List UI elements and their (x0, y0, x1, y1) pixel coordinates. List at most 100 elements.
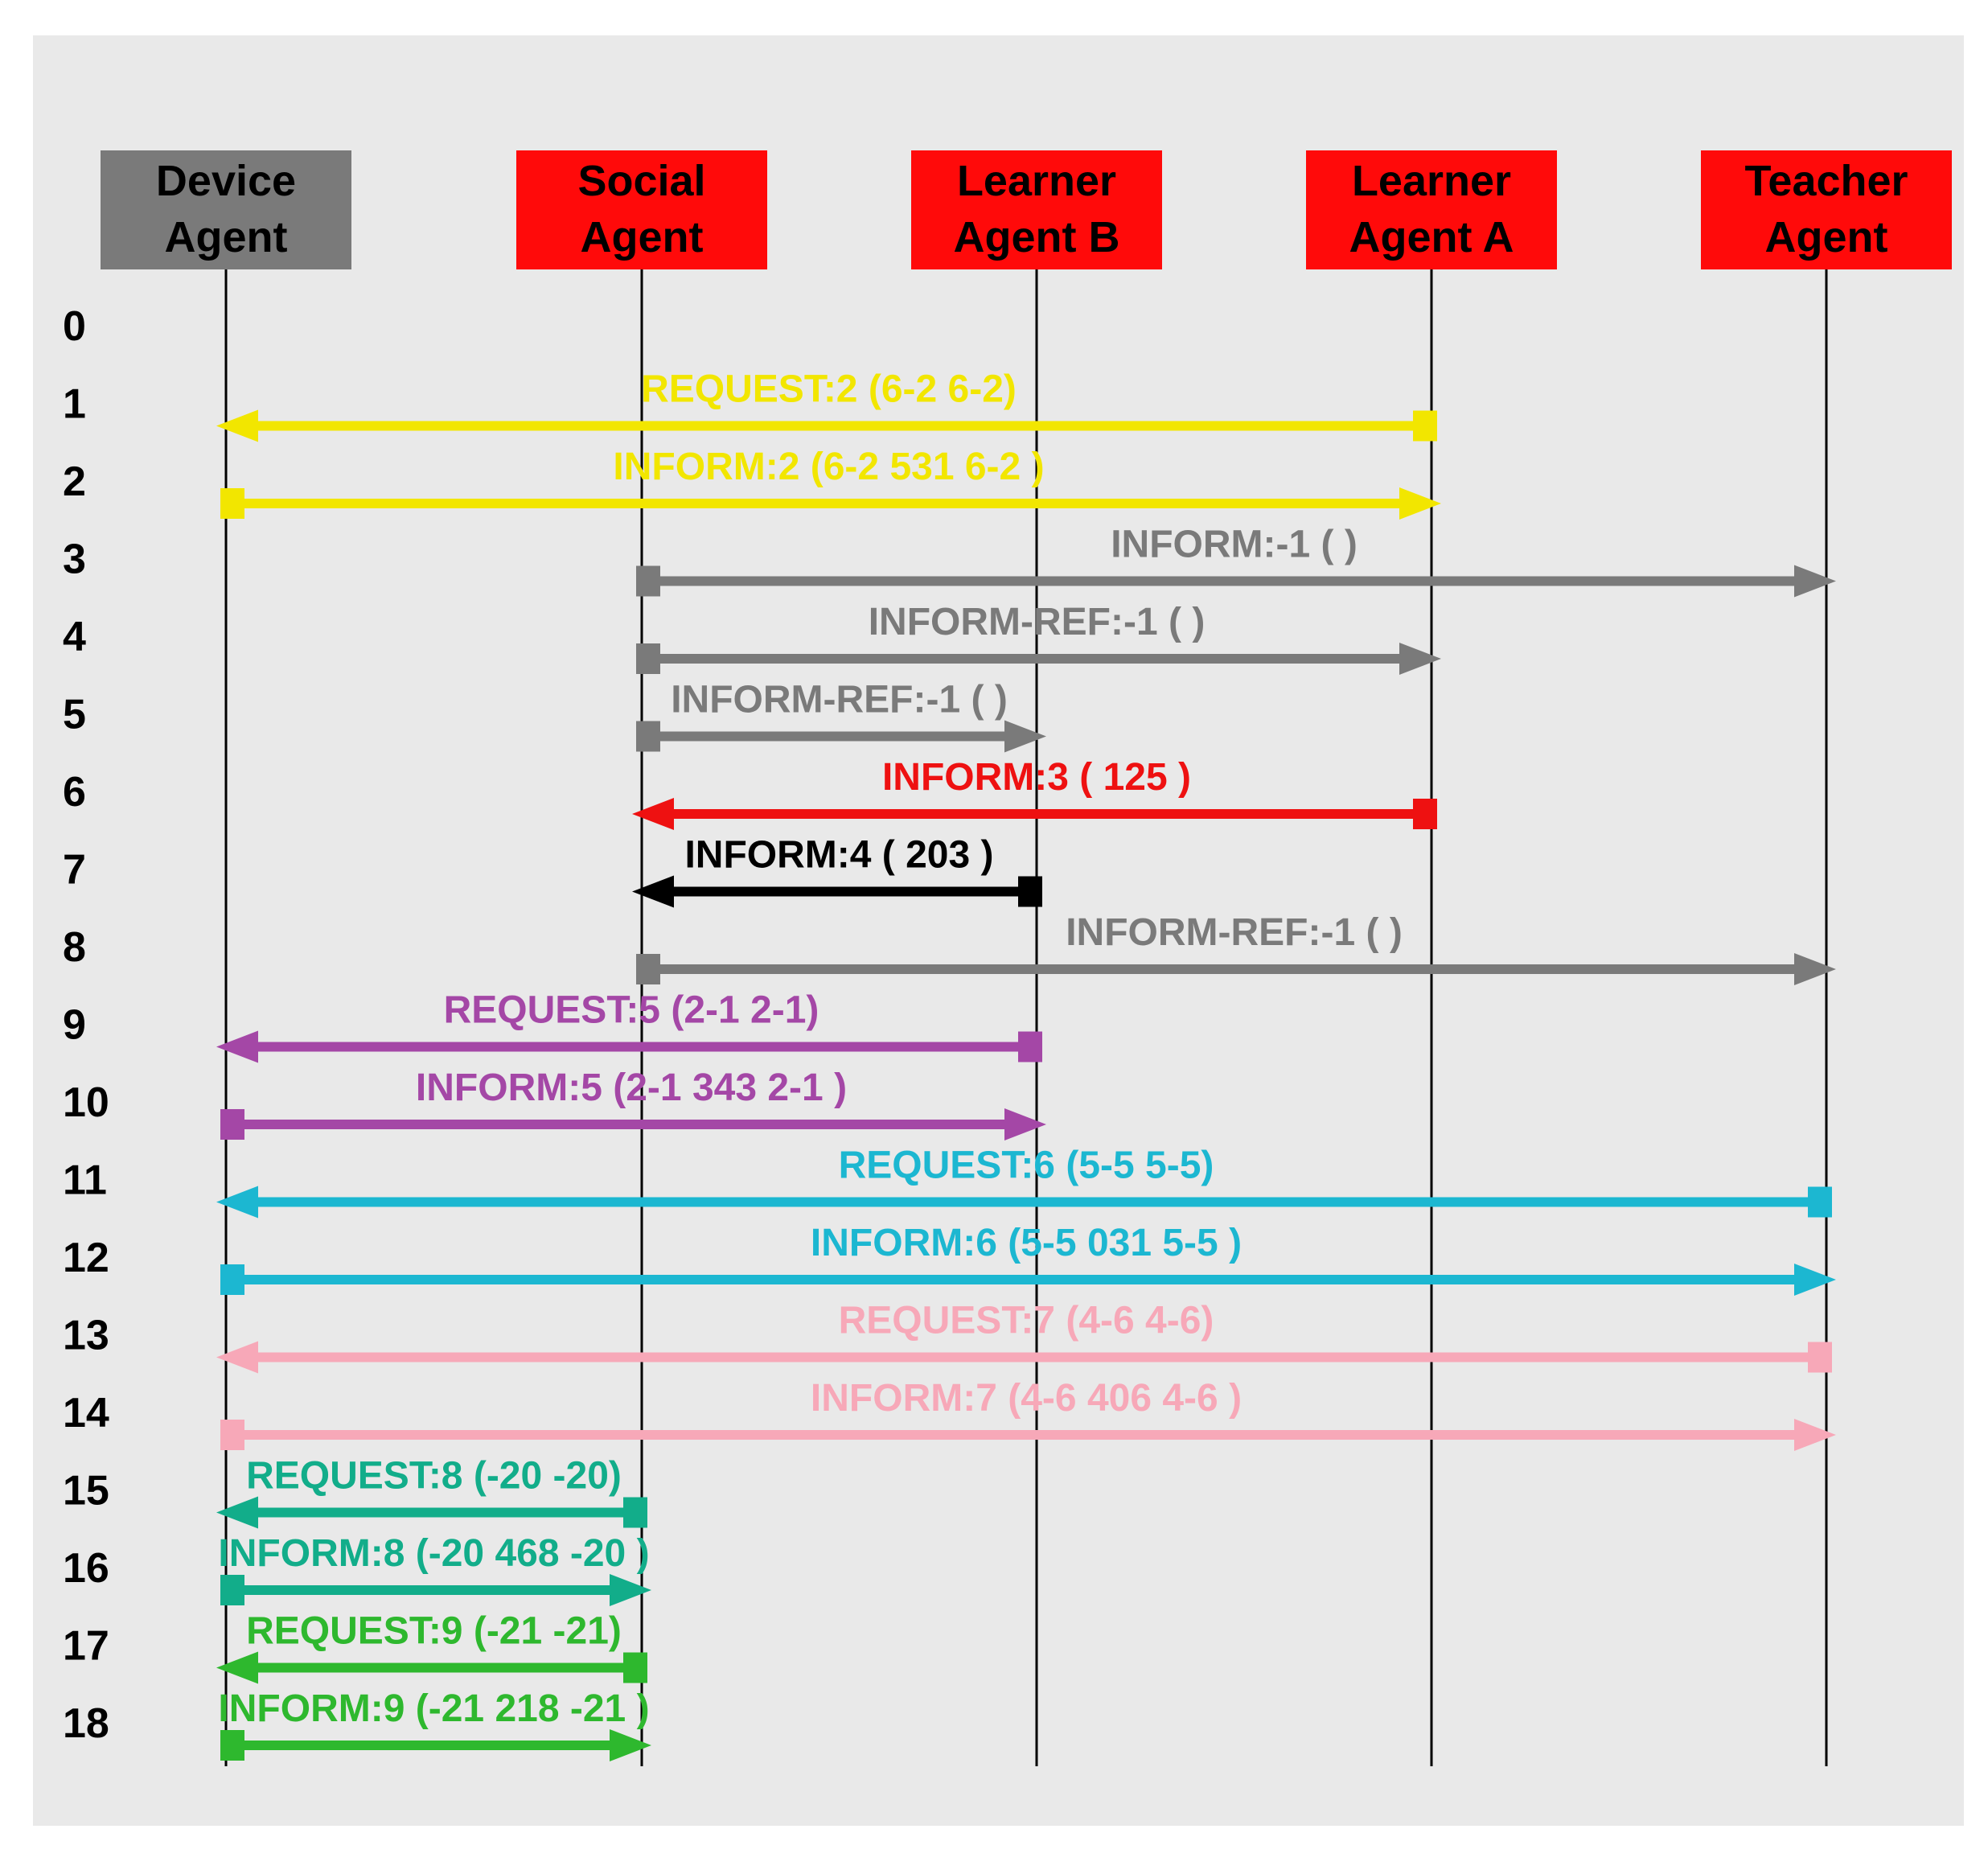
message-label: REQUEST:7 (4-6 4-6) (839, 1300, 1214, 1342)
agent-label-line1: Social (577, 157, 705, 205)
message-9: REQUEST:5 (2-1 2-1) (216, 989, 1042, 1063)
agent-label-line1: Learner (1352, 157, 1511, 205)
message-arrowhead (216, 1496, 258, 1529)
message-sender-marker (1808, 1342, 1832, 1373)
message-arrowhead (1794, 1264, 1836, 1296)
message-12: INFORM:6 (5-5 031 5-5 ) (220, 1222, 1836, 1296)
message-3: INFORM:-1 ( ) (636, 524, 1836, 598)
message-label: REQUEST:9 (-21 -21) (246, 1610, 622, 1653)
message-sender-marker (636, 954, 660, 984)
agent-label-line1: Learner (957, 157, 1116, 205)
message-arrowhead (216, 409, 258, 442)
message-label: INFORM-REF:-1 ( ) (671, 679, 1008, 721)
message-label: REQUEST:8 (-20 -20) (246, 1455, 622, 1498)
message-sender-marker (623, 1497, 647, 1528)
row-number: 11 (63, 1157, 107, 1204)
message-arrowhead (1794, 953, 1836, 985)
agent-box-device (101, 150, 351, 269)
message-13: REQUEST:7 (4-6 4-6) (216, 1300, 1832, 1374)
message-arrowhead (610, 1729, 651, 1761)
message-sender-marker (623, 1652, 647, 1683)
message-label: INFORM:2 (6-2 531 6-2 ) (613, 446, 1044, 488)
message-label: INFORM:5 (2-1 343 2-1 ) (416, 1067, 847, 1109)
message-sender-marker (1018, 876, 1042, 907)
row-number: 2 (63, 458, 86, 505)
message-arrowhead (610, 1574, 651, 1606)
message-8: INFORM-REF:-1 ( ) (636, 911, 1836, 985)
message-14: INFORM:7 (4-6 406 4-6 ) (220, 1377, 1836, 1451)
message-label: INFORM:3 ( 125 ) (882, 756, 1191, 799)
row-number: 7 (63, 847, 86, 894)
row-number: 15 (63, 1468, 109, 1514)
message-arrowhead (1794, 1419, 1836, 1451)
agent-label-line2: Agent A (1349, 213, 1514, 261)
agent-label-line2: Agent (1765, 213, 1888, 261)
row-number: 10 (63, 1079, 109, 1126)
row-number: 3 (63, 536, 86, 583)
agent-box-learnerA (1306, 150, 1557, 269)
message-11: REQUEST:6 (5-5 5-5) (216, 1145, 1832, 1219)
agent-label-line2: Agent (165, 213, 288, 261)
message-arrowhead (1794, 565, 1836, 598)
agent-label-line2: Agent B (954, 213, 1120, 261)
message-arrowhead (216, 1651, 258, 1684)
message-6: INFORM:3 ( 125 ) (632, 756, 1437, 830)
message-1: REQUEST:2 (6-2 6-2) (216, 368, 1437, 442)
message-arrowhead (1399, 487, 1441, 520)
sequence-diagram-canvas (33, 35, 1964, 1826)
agent-label-line1: Teacher (1744, 157, 1908, 205)
row-number: 0 (63, 303, 86, 350)
row-number: 18 (63, 1700, 109, 1747)
row-number: 6 (63, 769, 86, 816)
message-16: INFORM:8 (-20 468 -20 ) (218, 1532, 651, 1606)
row-number: 14 (63, 1390, 109, 1436)
row-number: 13 (63, 1313, 109, 1359)
row-number: 1 (63, 381, 86, 428)
message-sender-marker (220, 1264, 244, 1295)
message-2: INFORM:2 (6-2 531 6-2 ) (220, 446, 1441, 520)
message-arrowhead (216, 1186, 258, 1219)
message-4: INFORM-REF:-1 ( ) (636, 601, 1441, 675)
agent-label-line1: Device (156, 157, 296, 205)
agent-box-learnerB (911, 150, 1162, 269)
row-number: 16 (63, 1545, 109, 1592)
message-5: INFORM-REF:-1 ( ) (636, 679, 1046, 753)
message-label: INFORM:9 (-21 218 -21 ) (218, 1687, 649, 1730)
row-number: 17 (63, 1623, 109, 1670)
message-arrowhead (632, 798, 674, 830)
message-sender-marker (220, 1109, 244, 1140)
message-label: INFORM:7 (4-6 406 4-6 ) (811, 1377, 1242, 1420)
message-sender-marker (1018, 1031, 1042, 1062)
message-arrowhead (216, 1341, 258, 1374)
row-number: 4 (63, 614, 86, 660)
message-sender-marker (1413, 799, 1437, 829)
row-number: 5 (63, 692, 86, 738)
message-label: INFORM:-1 ( ) (1111, 524, 1358, 566)
message-label: INFORM:8 (-20 468 -20 ) (218, 1532, 649, 1575)
message-label: REQUEST:6 (5-5 5-5) (839, 1145, 1214, 1187)
message-sender-marker (1413, 410, 1437, 442)
message-arrowhead (1004, 1108, 1046, 1140)
agent-box-social (516, 150, 767, 269)
message-label: INFORM:6 (5-5 031 5-5 ) (811, 1222, 1242, 1264)
message-15: REQUEST:8 (-20 -20) (216, 1455, 647, 1529)
message-sender-marker (220, 1730, 244, 1761)
message-arrowhead (632, 875, 674, 908)
message-sender-marker (220, 1420, 244, 1450)
row-number: 12 (63, 1235, 109, 1281)
message-sender-marker (636, 565, 660, 597)
message-sender-marker (1808, 1186, 1832, 1218)
message-label: INFORM-REF:-1 ( ) (1066, 911, 1403, 954)
message-sender-marker (220, 488, 244, 519)
message-sender-marker (220, 1575, 244, 1605)
message-arrowhead (216, 1030, 258, 1063)
message-label: INFORM-REF:-1 ( ) (869, 601, 1206, 643)
agent-box-teacher (1701, 150, 1952, 269)
message-18: INFORM:9 (-21 218 -21 ) (218, 1687, 651, 1761)
row-number: 8 (63, 924, 86, 971)
